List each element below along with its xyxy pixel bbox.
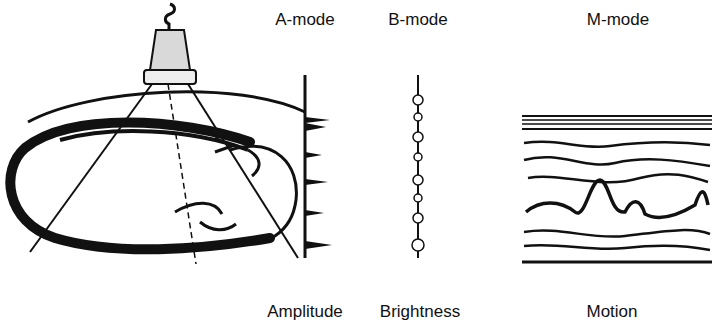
mode-description: Brightness — [380, 302, 460, 322]
transducer-body — [150, 30, 190, 70]
b-mode-dots — [412, 95, 424, 251]
cable — [165, 4, 174, 30]
a-mode-axis — [304, 75, 307, 258]
m-mode-traces — [522, 116, 712, 262]
mode-label: B-mode — [388, 10, 448, 30]
beam-edge — [188, 84, 298, 258]
beam-edge — [30, 84, 152, 252]
mode-description: Motion — [586, 302, 637, 322]
valve-leaflet — [248, 150, 259, 176]
skin-line — [28, 92, 305, 122]
valve-leaflet — [200, 222, 236, 230]
heart-wall — [10, 123, 270, 250]
valve-leaflet — [175, 203, 222, 214]
mode-description: Amplitude — [267, 302, 343, 322]
transducer-face — [144, 70, 196, 84]
scan-line — [168, 84, 196, 264]
atrium — [230, 146, 296, 243]
a-mode-spikes — [305, 117, 332, 249]
mode-label: A-mode — [275, 10, 335, 30]
valve-leaflet — [215, 138, 232, 152]
mode-label: M-mode — [587, 10, 649, 30]
